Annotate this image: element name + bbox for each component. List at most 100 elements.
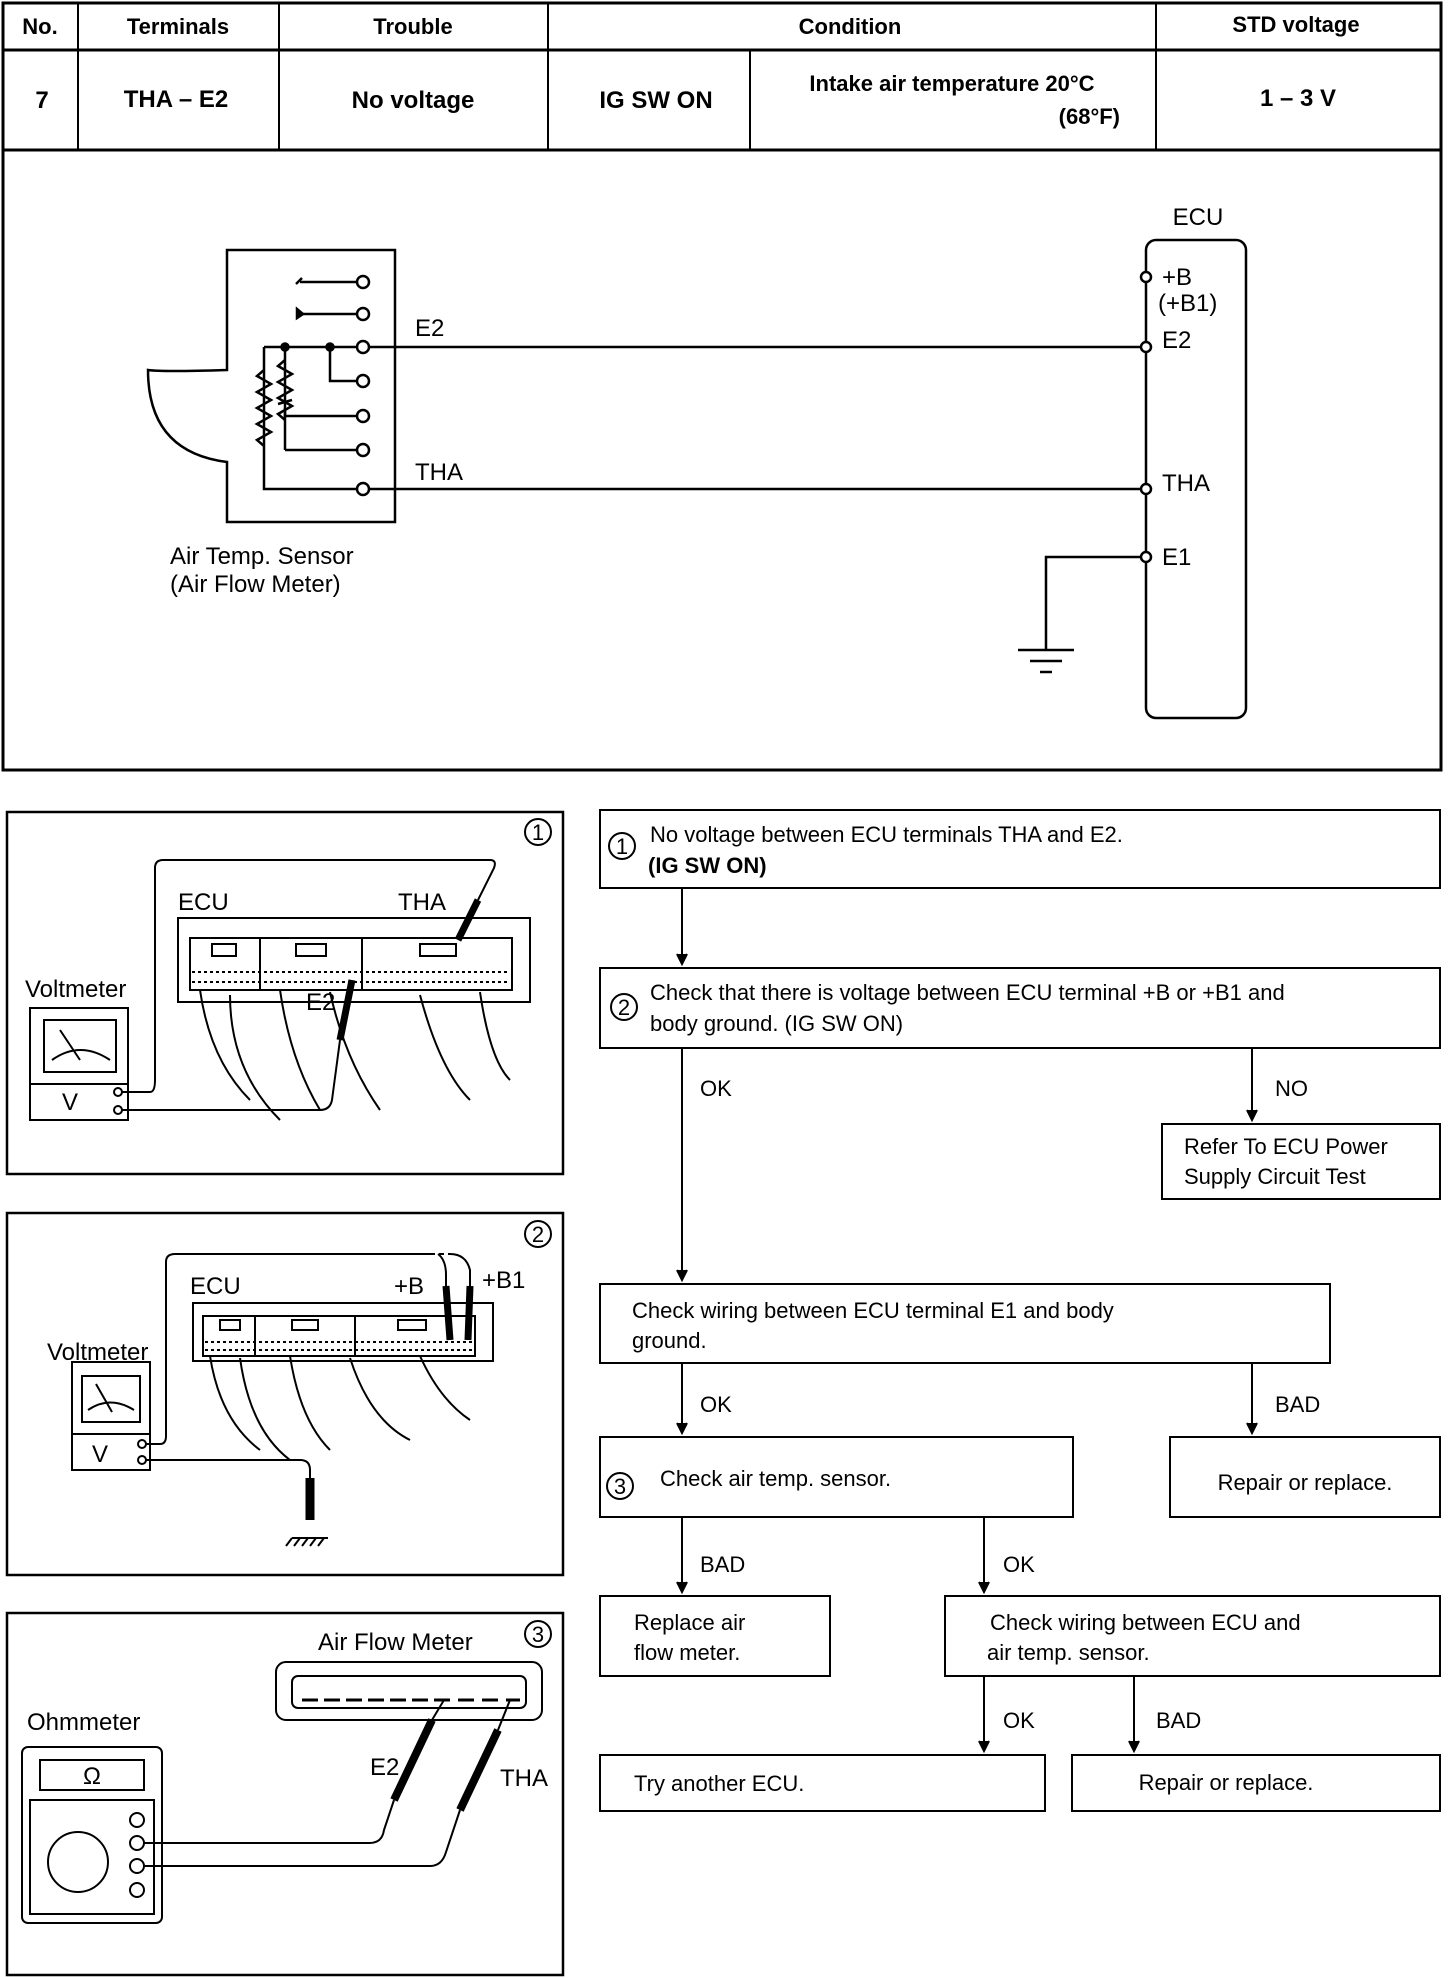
spec-table: No. Terminals Trouble Condition STD volt… xyxy=(1,1,1443,772)
flow-label-ok-2: OK xyxy=(700,1392,732,1417)
panel-1-number: 1 xyxy=(532,820,544,845)
flow-box-repair-2 xyxy=(1071,1754,1441,1812)
panel-2-lead-ground xyxy=(146,1459,311,1520)
flow-box-step3 xyxy=(599,1436,1074,1518)
flow-step3-number: 3 xyxy=(614,1474,626,1499)
flow-wiring-text-1: Check wiring between ECU and xyxy=(990,1610,1301,1635)
panel-1-e2-label: E2 xyxy=(306,989,335,1016)
flow-label-ok-3: OK xyxy=(1003,1552,1035,1577)
panel-3-ohmmeter-afm: 3 Ω Air Flow Meter Ohmmeter E2 THA xyxy=(5,1611,565,1977)
panel-1-lead-e2 xyxy=(122,1039,341,1111)
panel-3-lead-tha xyxy=(144,1809,461,1867)
sensor-label-2: (Air Flow Meter) xyxy=(170,571,341,598)
troubleshooting-flowchart: 1 2 3 No voltage between ECU terminals T… xyxy=(599,809,1441,1812)
panel-1-ecu-connector xyxy=(177,917,531,1003)
header-condition: Condition xyxy=(799,14,902,39)
flow-label-ok-1: OK xyxy=(700,1076,732,1101)
panel-1-meter-symbol: V xyxy=(62,1089,78,1116)
ecu-box xyxy=(1144,238,1248,720)
circuit-diagram: ECU +B (+B1) E2 THA E1 E2 THA Air Temp. … xyxy=(146,204,1248,720)
panel-3-ohmmeter-body xyxy=(21,1746,163,1924)
panel-3-afm-connector xyxy=(275,1661,543,1721)
resistor-symbol xyxy=(254,369,274,447)
flow-e1-text-1: Check wiring between ECU terminal E1 and… xyxy=(632,1298,1114,1323)
flow-box-try-ecu xyxy=(599,1754,1046,1812)
panel-2-ecu-label: ECU xyxy=(190,1273,241,1300)
flow-box-step2 xyxy=(599,967,1441,1049)
flow-e1-text-2: ground. xyxy=(632,1328,707,1353)
panel-3-omega-label: Ω xyxy=(83,1763,101,1790)
panel-2-voltmeter-body xyxy=(71,1361,151,1471)
panel-1-lead-tha xyxy=(122,859,496,1093)
header-trouble: Trouble xyxy=(373,14,452,39)
cell-condition-temp: Intake air temperature 20°C xyxy=(809,71,1094,96)
flow-label-ok-4: OK xyxy=(1003,1708,1035,1733)
panel-2-voltmeter-b-b1: 2 V ECU +B +B1 Voltmeter xyxy=(5,1211,565,1577)
panel-1-tha-label: THA xyxy=(398,889,446,916)
sensor-terminals xyxy=(355,274,371,497)
header-no: No. xyxy=(22,14,57,39)
panel-2-meter-label: Voltmeter xyxy=(47,1339,148,1366)
flow-step3-text: Check air temp. sensor. xyxy=(660,1466,891,1491)
panel-3-lead-e2 xyxy=(144,1799,395,1844)
panel-1-voltmeter-body xyxy=(29,1007,129,1121)
thermistor-symbol xyxy=(275,359,295,421)
flow-label-bad-2: BAD xyxy=(700,1552,745,1577)
panel-2-b-label: +B xyxy=(394,1273,424,1300)
panel-3-e2-label: E2 xyxy=(370,1754,399,1781)
sensor-label-1: Air Temp. Sensor xyxy=(170,543,354,570)
flow-replace-text-1: Replace air xyxy=(634,1610,745,1635)
flow-refer-text-2: Supply Circuit Test xyxy=(1184,1164,1366,1189)
header-std-voltage: STD voltage xyxy=(1232,12,1359,37)
pin-tha-label: THA xyxy=(1162,470,1210,497)
panel-2-lead-b xyxy=(146,1253,430,1445)
panel-1-voltmeter-tha-e2: 1 V ECU THA E2 Voltmeter xyxy=(5,810,565,1176)
pin-b1-label: (+B1) xyxy=(1158,290,1217,317)
panel-2-number: 2 xyxy=(532,1222,544,1247)
flow-repair-2-text: Repair or replace. xyxy=(1139,1770,1314,1795)
sensor-housing xyxy=(146,248,397,524)
flow-replace-text-2: flow meter. xyxy=(634,1640,740,1665)
flow-refer-text-1: Refer To ECU Power xyxy=(1184,1134,1388,1159)
header-terminals: Terminals xyxy=(127,14,229,39)
flow-box-check-wiring xyxy=(944,1595,1441,1677)
flow-step2-number: 2 xyxy=(618,995,630,1020)
panel-3-meter-label: Ohmmeter xyxy=(27,1709,140,1736)
panel-2-ecu-connector xyxy=(192,1302,494,1362)
flow-label-bad-3: BAD xyxy=(1156,1708,1201,1733)
cell-no: 7 xyxy=(35,87,48,114)
flow-step1-cond: (IG SW ON) xyxy=(648,853,767,878)
flow-try-ecu-text: Try another ECU. xyxy=(634,1771,804,1796)
flow-step2-text-2: body ground. (IG SW ON) xyxy=(650,1011,903,1036)
panel-3-number: 3 xyxy=(532,1622,544,1647)
cell-terminals: THA – E2 xyxy=(124,86,228,113)
wire-e2-label: E2 xyxy=(415,315,444,342)
flow-box-step1 xyxy=(599,809,1441,889)
ecu-title: ECU xyxy=(1173,204,1224,231)
flow-label-bad-1: BAD xyxy=(1275,1392,1320,1417)
wire-e1-ground xyxy=(1044,555,1141,650)
cell-trouble: No voltage xyxy=(352,87,475,114)
wire-tha-label: THA xyxy=(415,459,463,486)
pin-b-label: +B xyxy=(1162,264,1192,291)
flow-step2-text-1: Check that there is voltage between ECU … xyxy=(650,980,1285,1005)
cell-std-voltage: 1 – 3 V xyxy=(1260,85,1336,112)
flow-box-e1-wiring xyxy=(599,1283,1331,1364)
panel-2-b1-label: +B1 xyxy=(482,1267,525,1294)
panel-2-meter-symbol: V xyxy=(92,1441,108,1468)
panel-1-ecu-label: ECU xyxy=(178,889,229,916)
flow-step1-text: No voltage between ECU terminals THA and… xyxy=(650,822,1123,847)
panel-1-meter-label: Voltmeter xyxy=(25,976,126,1003)
panel-3-afm-label: Air Flow Meter xyxy=(318,1629,473,1656)
flow-label-no: NO xyxy=(1275,1076,1308,1101)
pin-e1-label: E1 xyxy=(1162,544,1191,571)
flow-wiring-text-2: air temp. sensor. xyxy=(987,1640,1150,1665)
cell-condition-ig: IG SW ON xyxy=(599,87,712,114)
cell-condition-temp-f: (68°F) xyxy=(1059,104,1120,129)
flow-repair-1-text: Repair or replace. xyxy=(1218,1470,1393,1495)
flow-box-refer xyxy=(1161,1123,1441,1200)
flow-box-repair-1 xyxy=(1169,1436,1441,1518)
pin-e2-label: E2 xyxy=(1162,327,1191,354)
flow-box-replace-afm xyxy=(599,1595,831,1677)
